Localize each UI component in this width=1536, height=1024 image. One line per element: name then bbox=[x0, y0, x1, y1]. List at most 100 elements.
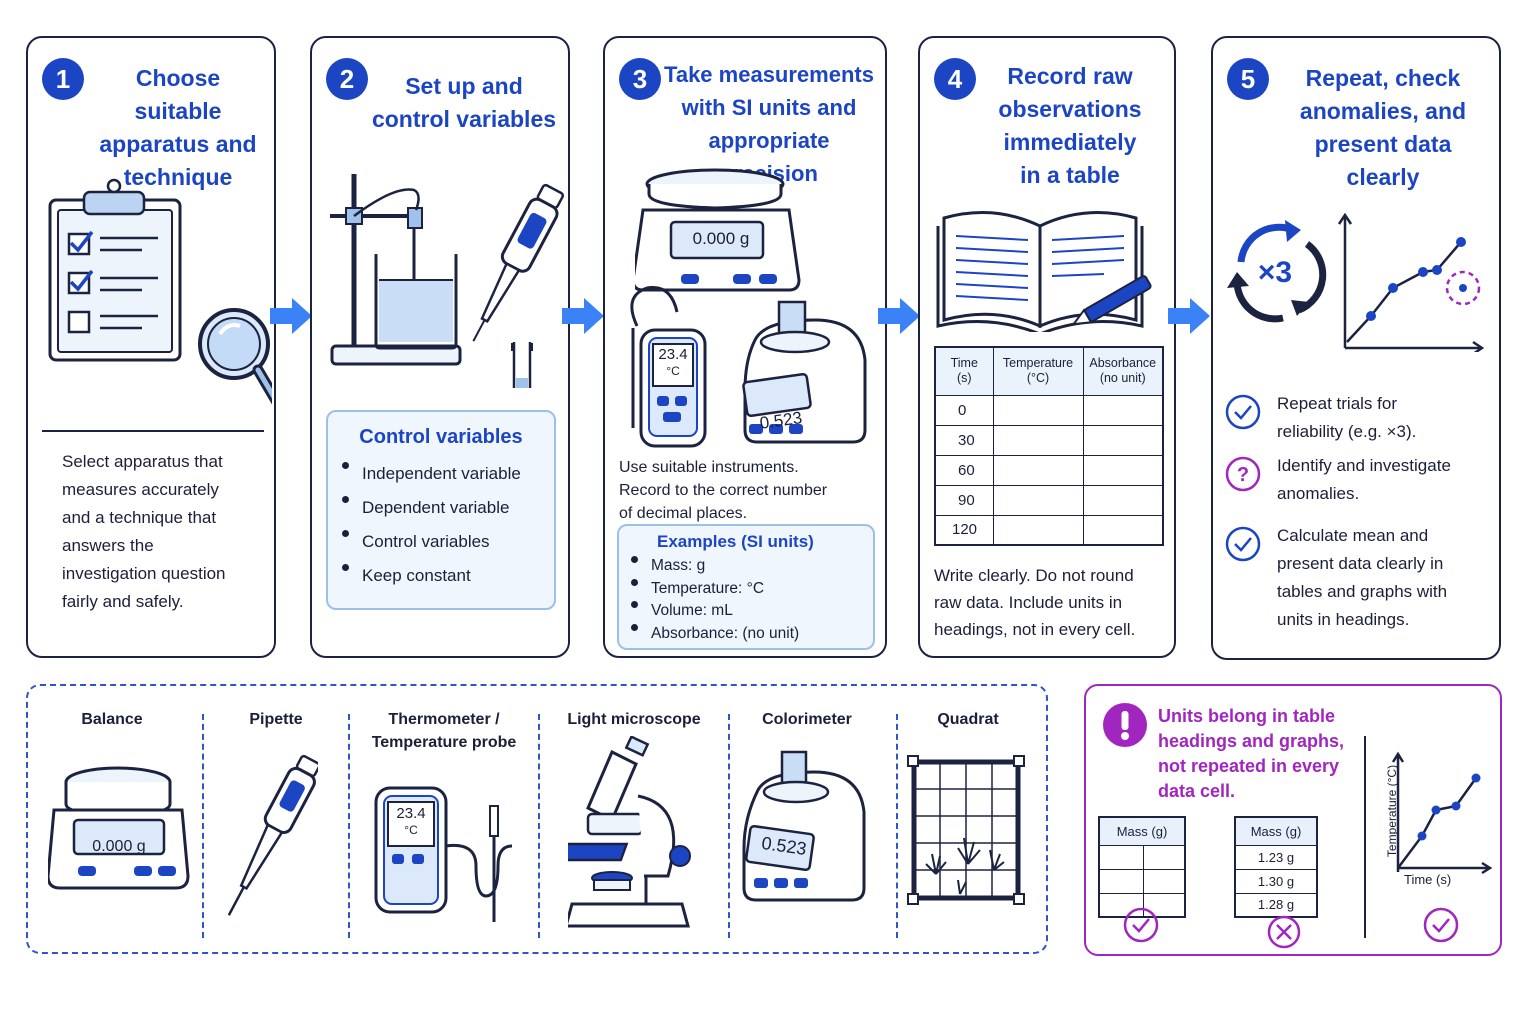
divider bbox=[728, 714, 730, 938]
equipment-label-colorimeter: Colorimeter bbox=[762, 711, 852, 728]
list-item: Temperature: °C bbox=[629, 578, 799, 602]
divider bbox=[348, 714, 350, 938]
list-item: Volume: mL bbox=[629, 601, 799, 624]
check-circle-icon bbox=[1225, 394, 1261, 430]
table-row: 30 bbox=[934, 424, 1164, 456]
divider bbox=[538, 714, 540, 938]
divider bbox=[1364, 736, 1366, 938]
incorrect-units-table: Mass (g) 1.23 g 1.30 g 1.28 g bbox=[1234, 816, 1318, 918]
list-item: Control variables bbox=[340, 530, 521, 564]
step-5-number: 5 bbox=[1227, 58, 1269, 100]
si-units-list: Mass: g Temperature: °C Volume: mL Absor… bbox=[629, 556, 799, 646]
arrow-right-icon bbox=[562, 298, 604, 334]
observations-table: Time(s) Temperature(°C) Absorbance(no un… bbox=[934, 346, 1164, 546]
table-cell: 30 bbox=[934, 424, 994, 456]
table-row bbox=[1098, 868, 1186, 894]
table-header: Mass (g) bbox=[1098, 816, 1186, 846]
list-item: Keep constant bbox=[340, 564, 521, 598]
table-header-temperature: Temperature(°C) bbox=[992, 346, 1084, 396]
graph-x-axis-label: Time (s) bbox=[1404, 872, 1452, 887]
step-2-number: 2 bbox=[326, 58, 368, 100]
probe-reading: 23.4 °C bbox=[396, 805, 426, 838]
list-item: Mass: g bbox=[629, 556, 799, 579]
table-cell: 60 bbox=[934, 454, 994, 486]
divider bbox=[896, 714, 898, 938]
scatter-graph-icon bbox=[1337, 212, 1485, 352]
table-row: 60 bbox=[934, 454, 1164, 486]
microscope-icon bbox=[568, 736, 691, 928]
table-row bbox=[1098, 844, 1186, 870]
balance-icon bbox=[635, 168, 801, 292]
table-row: 1.23 g bbox=[1234, 844, 1318, 870]
arrow-right-icon bbox=[878, 298, 920, 334]
repeat-cycle-icon bbox=[1227, 220, 1327, 323]
table-header-absorbance: Absorbance(no unit) bbox=[1082, 346, 1164, 396]
table-cell: 120 bbox=[934, 514, 994, 546]
clipboard-checklist-icon bbox=[48, 178, 272, 405]
svg-text:?: ? bbox=[1237, 464, 1249, 486]
list-item: Dependent variable bbox=[340, 496, 521, 530]
si-units-box: Examples (SI units) Mass: g Temperature:… bbox=[617, 524, 875, 650]
table-row: 1.28 g bbox=[1234, 892, 1318, 918]
equipment-label-balance: Balance bbox=[81, 711, 143, 728]
balance-reading: 0.000 g bbox=[692, 229, 750, 248]
control-variables-title: Control variables bbox=[359, 426, 523, 448]
temperature-probe-icon bbox=[630, 286, 707, 448]
si-units-title: Examples (SI units) bbox=[657, 532, 814, 551]
table-header-time: Time(s) bbox=[934, 346, 994, 396]
balance-reading: 0.000 g bbox=[92, 838, 146, 855]
table-row bbox=[1098, 892, 1186, 918]
temperature-probe-icon bbox=[374, 786, 512, 922]
control-variables-list: Independent variable Dependent variable … bbox=[340, 462, 521, 598]
step-1-number: 1 bbox=[42, 58, 84, 100]
quadrat-icon bbox=[907, 755, 1025, 905]
equipment-label-thermometer: Thermometer /Temperature probe bbox=[371, 711, 517, 751]
step-3-number: 3 bbox=[619, 58, 661, 100]
equipment-panel: Balance Pipette Thermometer /Temperature… bbox=[26, 684, 1048, 954]
question-circle-icon: ? bbox=[1225, 456, 1261, 492]
probe-reading: 23.4 °C bbox=[658, 346, 688, 379]
list-item: Absorbance: (no unit) bbox=[629, 623, 799, 647]
arrow-right-icon bbox=[270, 298, 312, 334]
divider bbox=[202, 714, 204, 938]
equipment-label-pipette: Pipette bbox=[249, 711, 303, 728]
cross-circle-icon bbox=[1267, 915, 1301, 949]
colorimeter-icon bbox=[742, 300, 867, 444]
table-row: 0 bbox=[934, 394, 1164, 426]
table-row: 120 bbox=[934, 514, 1164, 546]
step-1-divider bbox=[42, 430, 264, 432]
repeat-count-label: ×3 bbox=[1257, 256, 1293, 289]
retort-stand-beaker-icon bbox=[330, 174, 564, 388]
table-cell: 0 bbox=[934, 394, 994, 426]
step-4-number: 4 bbox=[934, 58, 976, 100]
colorimeter-icon bbox=[742, 750, 866, 902]
table-header: Mass (g) bbox=[1234, 816, 1318, 846]
equipment-label-quadrat: Quadrat bbox=[937, 711, 999, 728]
equipment-label-microscope: Light microscope bbox=[567, 711, 701, 728]
table-row: 1.30 g bbox=[1234, 868, 1318, 894]
check-circle-icon bbox=[1423, 907, 1459, 943]
check-circle-icon bbox=[1123, 907, 1159, 943]
control-variables-box: Control variables Independent variable D… bbox=[326, 410, 556, 610]
arrow-right-icon bbox=[1168, 298, 1210, 334]
line-graph-icon bbox=[1391, 751, 1493, 875]
table-cell: 90 bbox=[934, 484, 994, 516]
table-row: 90 bbox=[934, 484, 1164, 516]
step-3-description: Use suitable instruments.Record to the c… bbox=[619, 459, 828, 522]
check-circle-icon bbox=[1225, 526, 1261, 562]
